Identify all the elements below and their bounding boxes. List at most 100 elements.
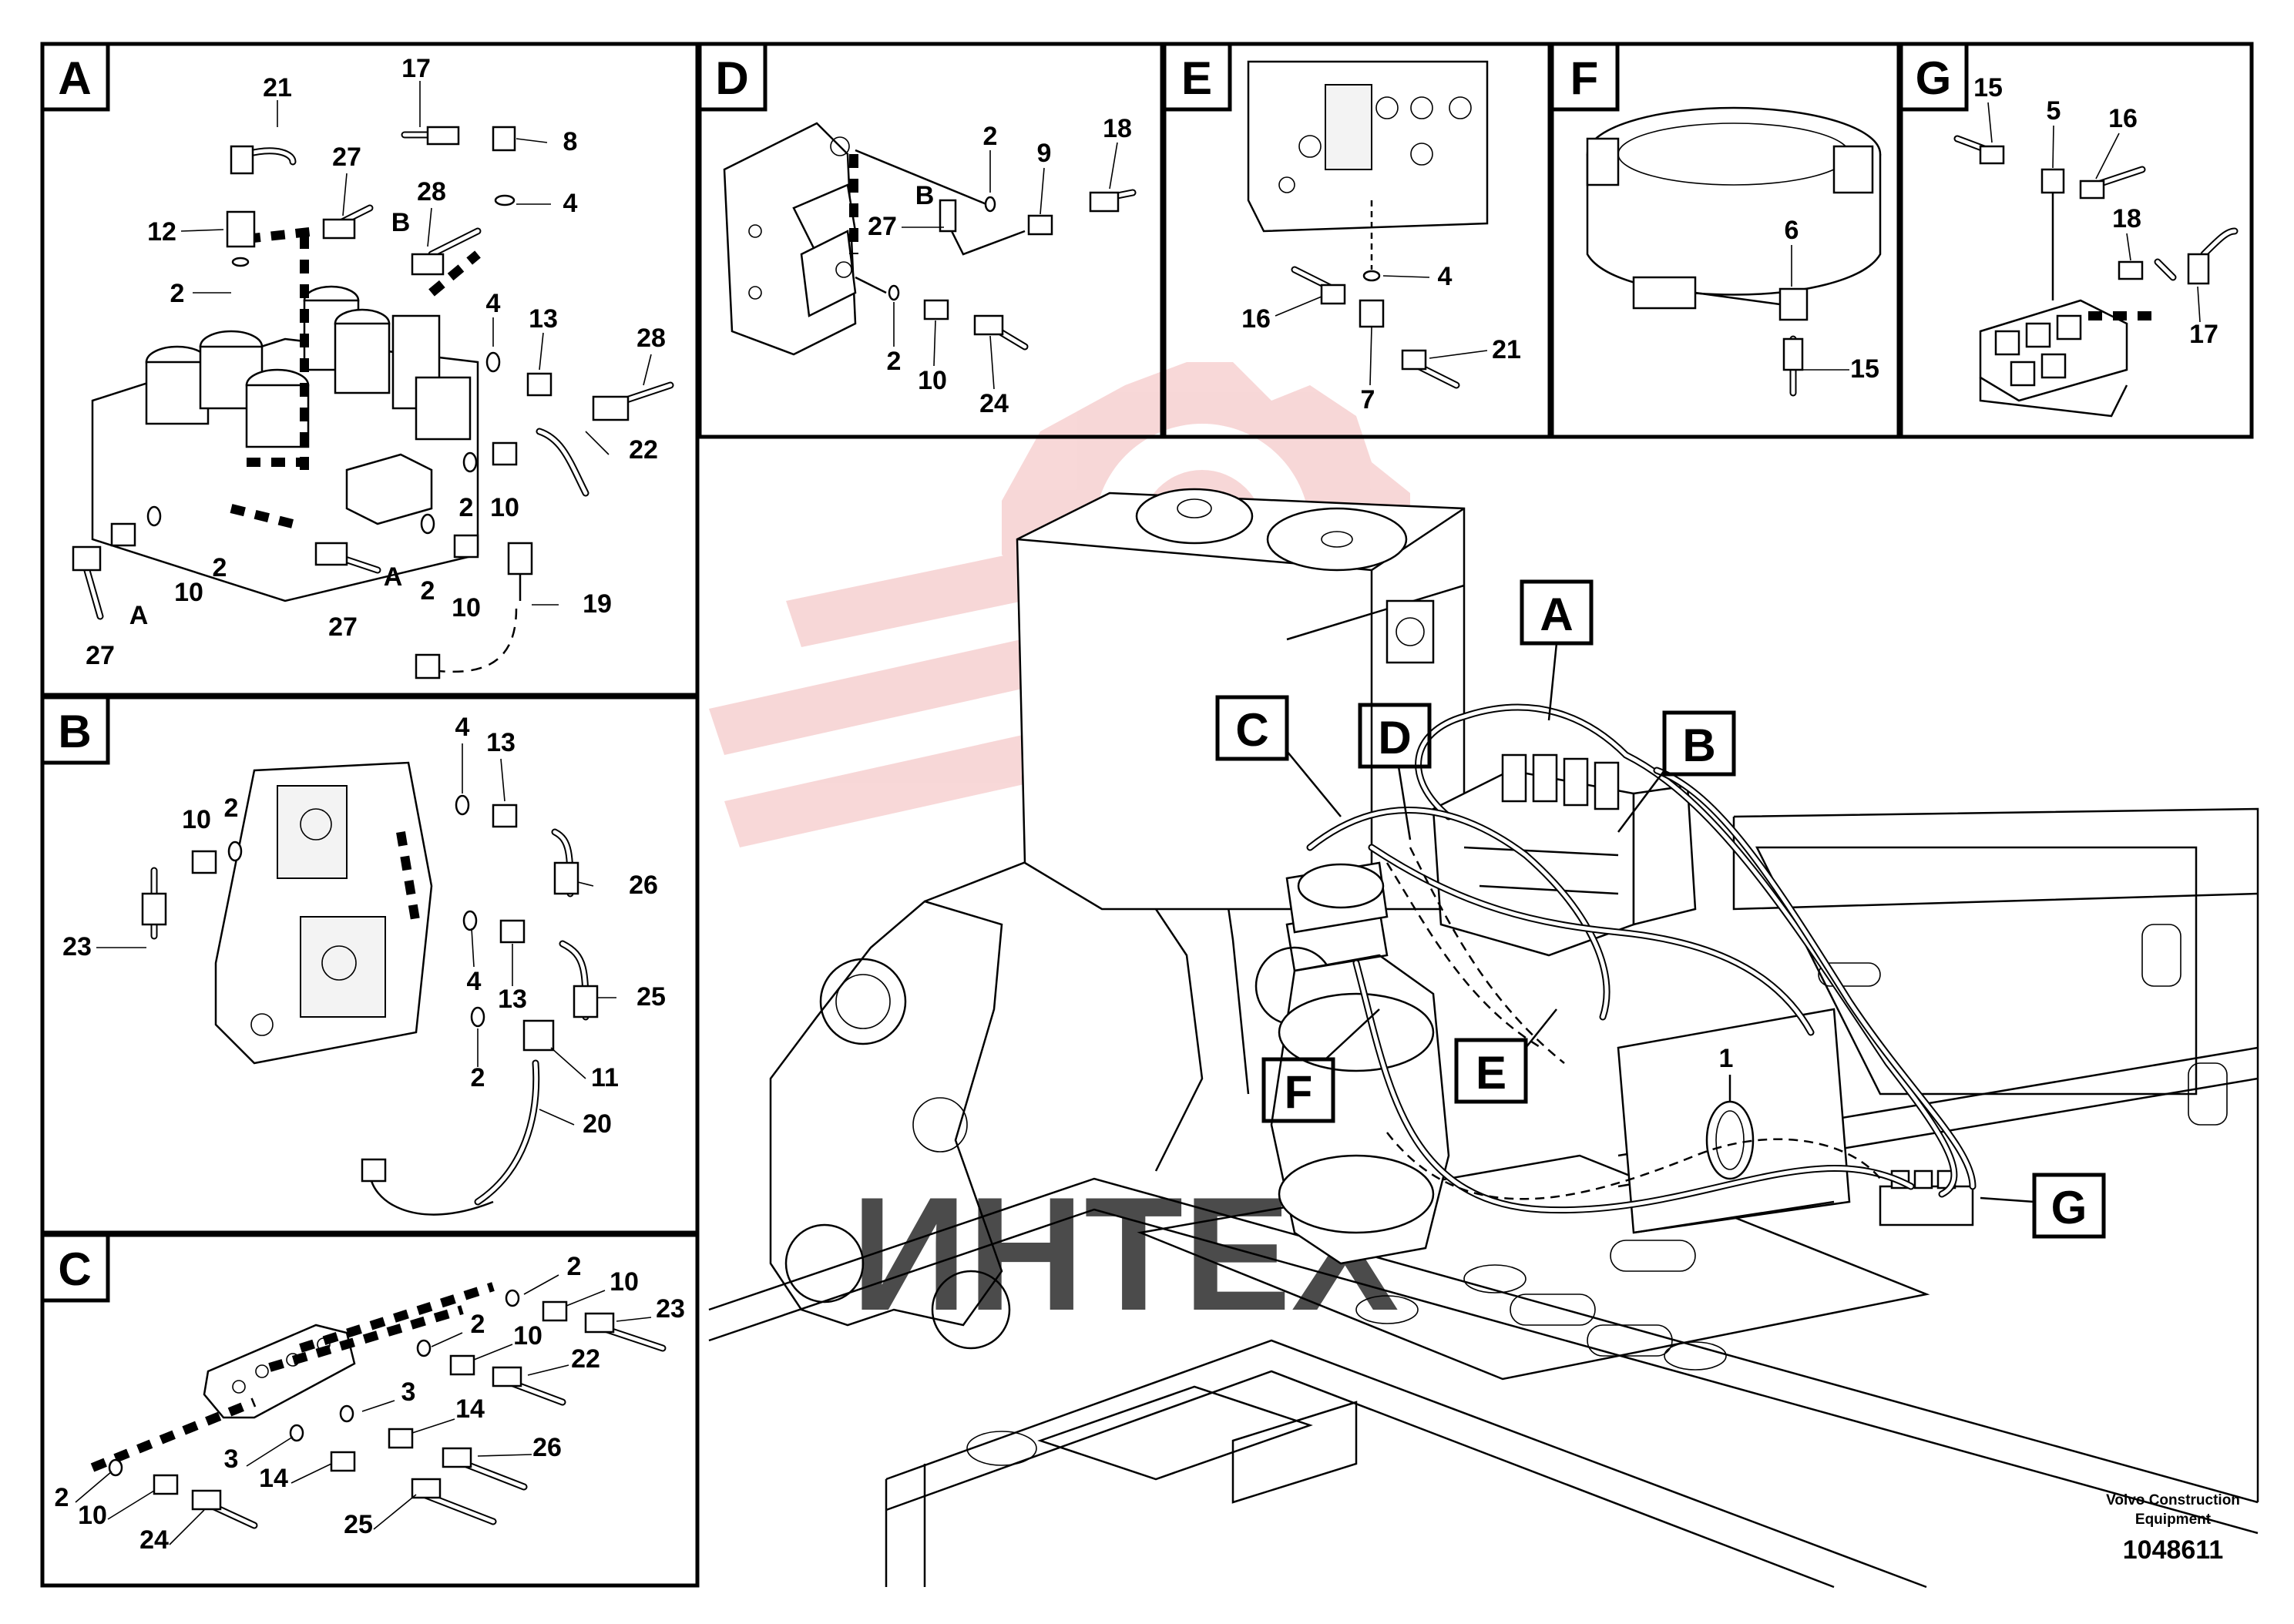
- callout: 2: [459, 493, 474, 522]
- tank-port: [1385, 599, 1435, 664]
- valve-edge: [1463, 846, 1619, 857]
- valve-spool: [1532, 753, 1558, 803]
- panel-letter-box: [1550, 42, 1620, 112]
- fitting-27: [72, 545, 102, 572]
- svg-text:G: G: [2051, 1182, 2087, 1233]
- callout: 13: [529, 304, 558, 334]
- elbow-fitting: [141, 892, 167, 926]
- pivot-bore: [912, 1097, 968, 1153]
- callout: 24: [139, 1525, 169, 1555]
- o-ring-3: [289, 1424, 304, 1442]
- o-ring-2: [416, 1339, 432, 1357]
- callout: 14: [455, 1394, 485, 1424]
- callout: 28: [636, 324, 666, 353]
- callout: 2: [224, 794, 239, 823]
- panel-G: G 15 5 16 18 17: [1899, 42, 2254, 439]
- tee-fitting-5: [2040, 168, 2065, 194]
- motor-lug: [1586, 137, 1620, 186]
- panel-letter: D: [715, 52, 748, 104]
- elbow-fitting-17: [2187, 253, 2210, 285]
- panel-letter: E: [1181, 52, 1212, 104]
- callout: 4: [467, 967, 482, 996]
- callout: B: [915, 181, 935, 210]
- fitting-17: [426, 126, 460, 146]
- frame-cutout: [1755, 846, 2198, 1096]
- valve-end: [1632, 784, 1697, 926]
- slot: [1510, 1293, 1596, 1326]
- fitting-10: [191, 850, 217, 874]
- panel-D: D 2 9 18 B 27 2 10 24: [697, 42, 1164, 439]
- port-block: [203, 1324, 356, 1419]
- drawing-number: 1048611: [2123, 1535, 2224, 1565]
- elbow-fitting-6: [1778, 287, 1809, 321]
- fitting-26: [442, 1447, 472, 1468]
- callout: 22: [571, 1344, 600, 1374]
- callout: 25: [344, 1510, 373, 1539]
- svg-text:D: D: [1378, 712, 1411, 763]
- fitting-16: [2079, 180, 2105, 200]
- hole: [1664, 1341, 1727, 1371]
- fitting-23: [584, 1312, 615, 1334]
- fitting-13: [526, 372, 553, 397]
- fitting-27: [322, 218, 356, 240]
- o-ring-4: [494, 194, 516, 206]
- callout: 10: [452, 593, 481, 622]
- slot: [1818, 962, 1881, 987]
- callout: 2: [55, 1483, 69, 1512]
- fitting-10: [453, 534, 479, 559]
- panel-letter-box: [40, 695, 110, 765]
- o-ring-2: [227, 841, 243, 862]
- o-ring-2: [888, 284, 900, 301]
- callout: 5: [2047, 96, 2061, 126]
- fitting-10: [542, 1300, 568, 1322]
- callout: A: [384, 562, 403, 592]
- slot: [2141, 924, 2181, 987]
- tank-rail: [1286, 584, 1465, 641]
- frame-plate: [1231, 1401, 1358, 1504]
- valve-spool: [1501, 753, 1527, 803]
- swing-motor-body: [1586, 154, 1882, 296]
- tank-cover: [1266, 507, 1408, 572]
- valve-edge: [1479, 884, 1619, 895]
- location-label-F: F: [1261, 1008, 1380, 1123]
- o-ring-2: [420, 513, 435, 535]
- fitting-13: [499, 919, 526, 944]
- frame-plate: [1037, 1385, 1313, 1481]
- support-block: [1617, 1008, 1851, 1234]
- tee-fitting-7: [1359, 299, 1385, 328]
- callout: 17: [401, 54, 431, 83]
- callout: B: [391, 208, 411, 237]
- motor-port: [1632, 276, 1697, 310]
- panel-C: C 2 10 23 2 10: [40, 1233, 700, 1588]
- tank-cap: [1135, 488, 1254, 545]
- callout: 27: [332, 143, 361, 172]
- o-ring-2: [462, 451, 478, 473]
- frame-edge: [885, 1370, 1835, 1589]
- hose-routing: [230, 504, 294, 528]
- fitting-18: [1089, 191, 1120, 213]
- o-ring-4: [462, 910, 478, 931]
- fitting-9: [1027, 214, 1053, 236]
- callout: A: [129, 601, 149, 630]
- callout: 27: [328, 612, 358, 642]
- callout: 25: [636, 982, 666, 1012]
- hole: [1463, 1264, 1527, 1293]
- pivot-bore: [835, 974, 891, 1029]
- o-ring-4: [485, 351, 501, 373]
- callout-1: 1: [1719, 1044, 1733, 1102]
- frame-edge: [885, 1339, 1927, 1589]
- callout: 23: [656, 1294, 685, 1324]
- pivot-bore: [931, 1270, 1011, 1350]
- location-label-A: A: [1520, 579, 1594, 721]
- callout: 3: [401, 1377, 416, 1407]
- callout: 10: [174, 578, 203, 607]
- callout: 15: [1850, 354, 1879, 384]
- hose-routing: [428, 250, 481, 297]
- callout: 26: [532, 1433, 562, 1462]
- callout: 13: [498, 985, 527, 1014]
- elbow-fitting: [573, 985, 599, 1018]
- callout: 10: [78, 1501, 107, 1530]
- fitting-10: [492, 441, 518, 466]
